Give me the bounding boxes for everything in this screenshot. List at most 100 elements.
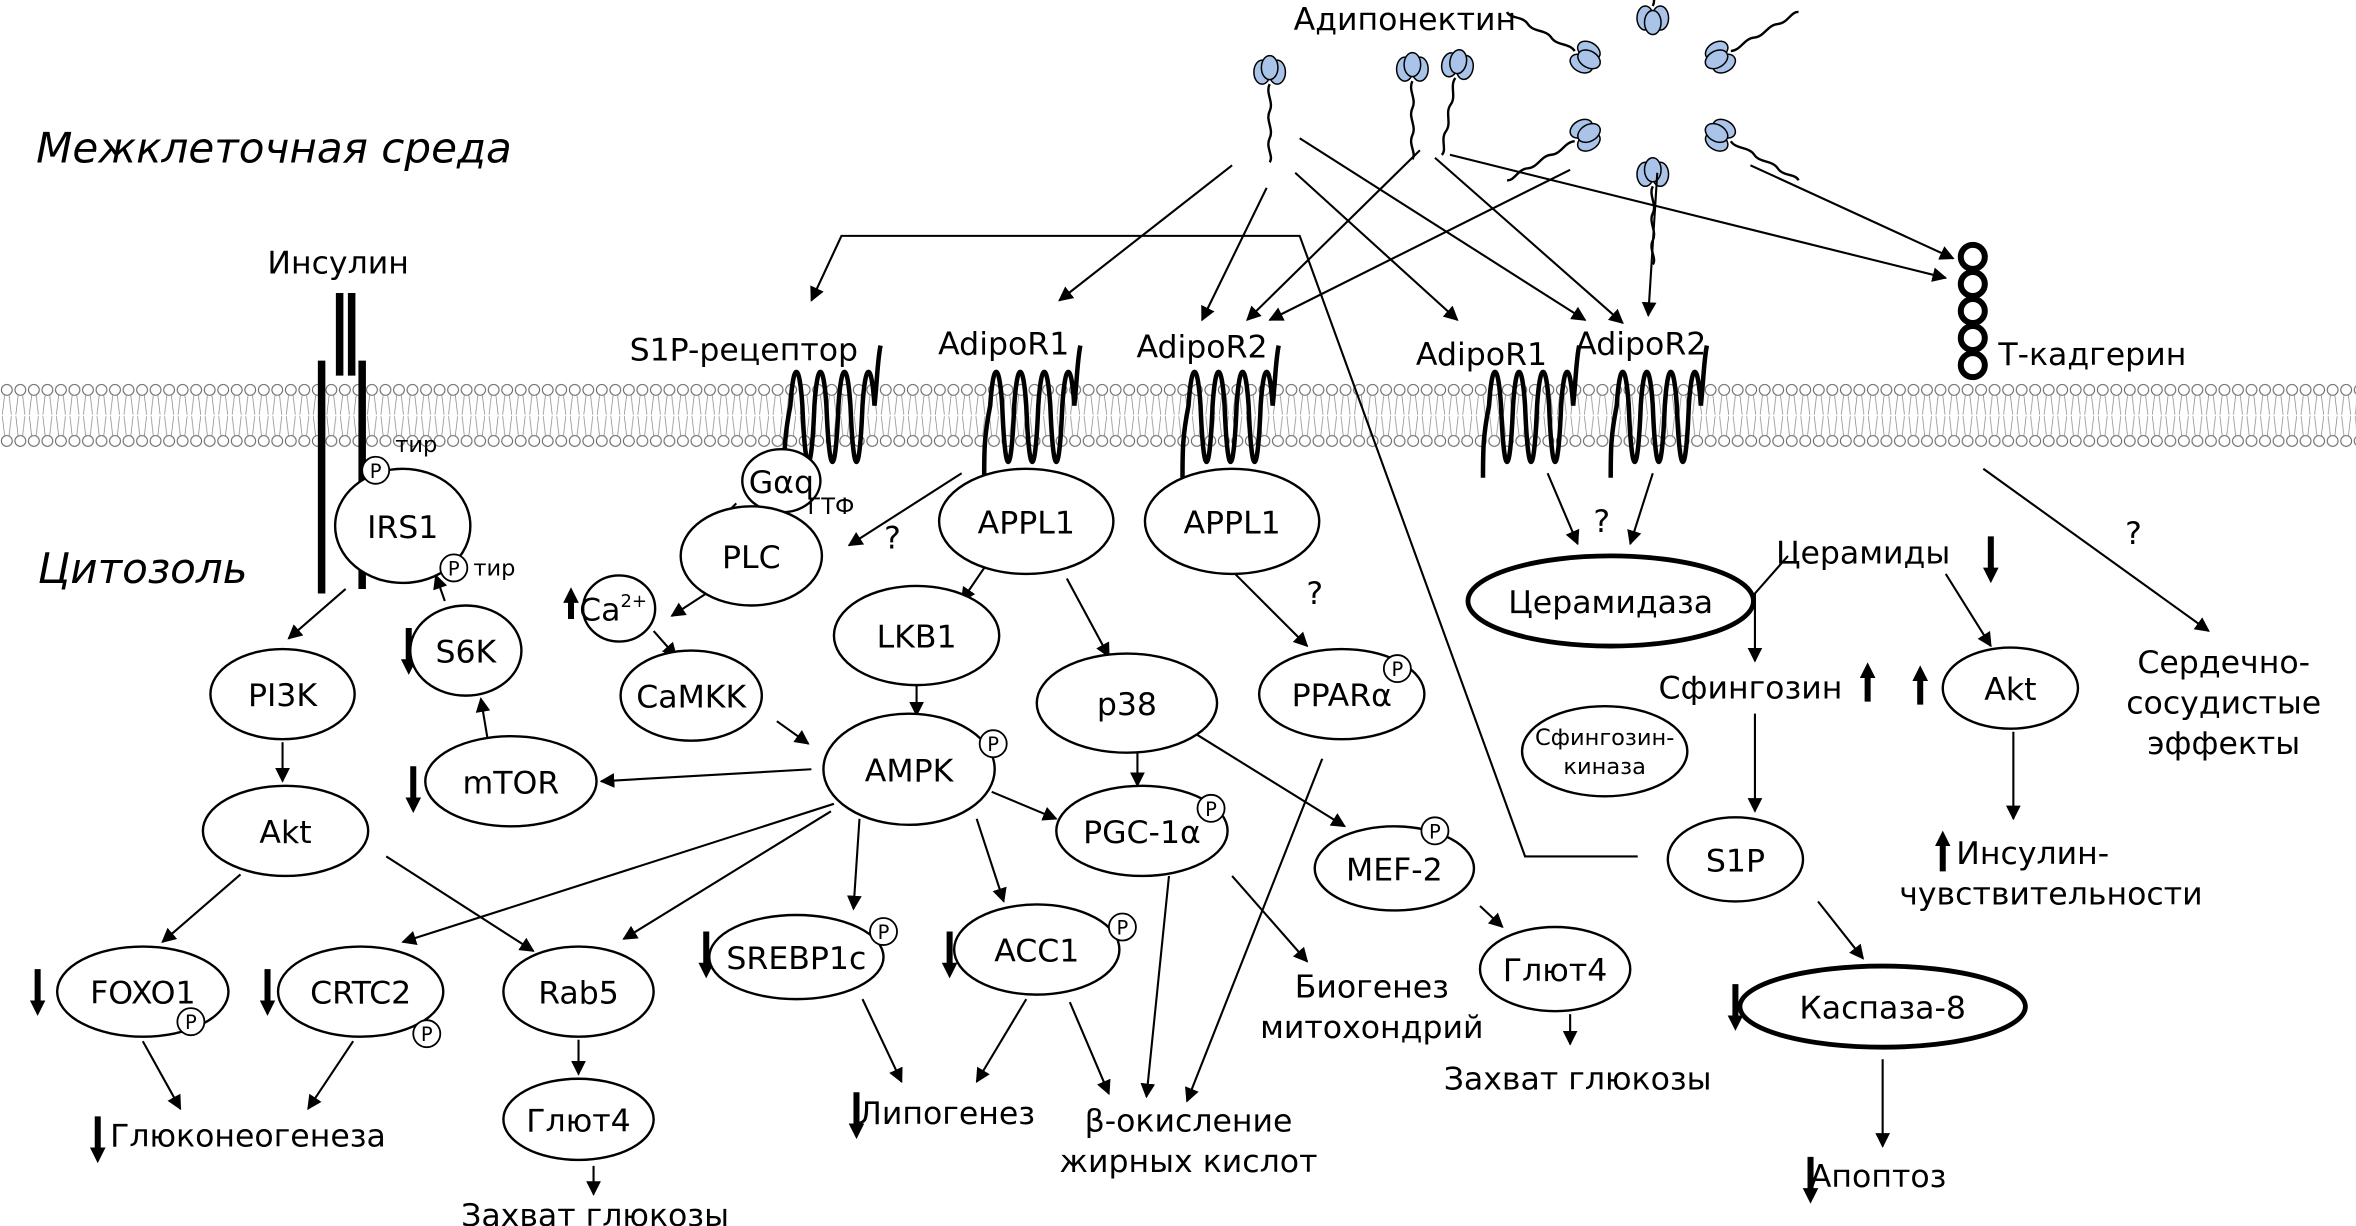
arrow bbox=[991, 790, 1058, 821]
phosphate-label: P bbox=[1429, 820, 1441, 843]
node-pi3k[interactable]: PI3K bbox=[209, 647, 356, 741]
arrows bbox=[29, 137, 2210, 1204]
node-shape bbox=[276, 945, 445, 1038]
label-cardio-2: сосудистые bbox=[2126, 686, 2321, 722]
node-label: Церамидаза bbox=[1508, 585, 1713, 621]
node-label: PI3K bbox=[248, 678, 318, 714]
arrow bbox=[847, 818, 862, 911]
node-label: S1P bbox=[1706, 843, 1765, 879]
node-shape bbox=[201, 784, 370, 878]
node-mef2[interactable]: MEF-2 bbox=[1313, 825, 1476, 912]
node-shape bbox=[952, 903, 1121, 996]
node-mtor[interactable]: mTOR bbox=[424, 734, 598, 828]
adiponectin-trimer-icon bbox=[1253, 54, 1287, 163]
arrow bbox=[670, 592, 707, 617]
node-caspase8[interactable]: Каспаза-8 bbox=[1737, 963, 2028, 1050]
node-shape bbox=[502, 1077, 655, 1162]
arrow bbox=[1749, 164, 1955, 260]
phosphate-label: P bbox=[370, 460, 382, 483]
arrow bbox=[287, 588, 347, 640]
s1p-feedback-arrow bbox=[810, 234, 1638, 858]
label-adipor2-a: AdipoR2 bbox=[1136, 330, 1267, 366]
node-shape bbox=[832, 584, 1001, 687]
arrow bbox=[975, 998, 1028, 1084]
node-label: PLC bbox=[722, 540, 781, 576]
receptors bbox=[782, 345, 1710, 478]
arrow bbox=[975, 818, 1007, 903]
node-label: SREBP1c bbox=[726, 941, 866, 977]
t-cadherin-icon bbox=[1957, 241, 1988, 381]
label-cytosol: Цитозоль bbox=[38, 544, 248, 593]
node-ampk[interactable]: AMPK bbox=[822, 712, 996, 827]
node-glut4-left[interactable]: Глют4 bbox=[502, 1077, 655, 1162]
node-akt-left[interactable]: Akt bbox=[201, 784, 370, 878]
node-label: APPL1 bbox=[1183, 505, 1280, 541]
node-rab5[interactable]: Rab5 bbox=[502, 945, 655, 1038]
node-appl1-a[interactable]: APPL1 bbox=[937, 467, 1115, 576]
s1p-receptor-serpentine-icon bbox=[782, 345, 883, 478]
node-label: Глют4 bbox=[1503, 953, 1607, 989]
label-apoptosis: Апоптоз bbox=[1810, 1159, 1947, 1195]
node-plc[interactable]: PLC bbox=[679, 505, 824, 607]
phosphate-icon: P bbox=[412, 1019, 442, 1049]
node-shape bbox=[209, 647, 356, 741]
arrow bbox=[385, 855, 535, 952]
node-srebp1c[interactable]: SREBP1c bbox=[708, 913, 885, 1001]
node-ceramidase[interactable]: Церамидаза bbox=[1465, 553, 1756, 649]
arrow bbox=[599, 768, 812, 788]
node-gaq[interactable]: Gαq bbox=[741, 448, 822, 514]
node-pgc1a[interactable]: PGC-1α bbox=[1055, 784, 1229, 878]
ca-charge: 2+ bbox=[620, 591, 647, 612]
adipor2-a-serpentine-icon bbox=[1180, 345, 1281, 478]
phosphate-icon: P bbox=[1107, 912, 1137, 942]
node-shape bbox=[1941, 646, 2080, 730]
node-irs1[interactable]: IRS1 bbox=[333, 467, 472, 585]
node-akt-right[interactable]: Akt bbox=[1941, 646, 2080, 730]
node-p38[interactable]: p38 bbox=[1035, 652, 1219, 754]
label-glucose-uptake-left: Захват глюкозы bbox=[461, 1198, 729, 1226]
phosphate-icon: P bbox=[439, 553, 469, 583]
adiponectin-molecules bbox=[1253, 0, 1800, 266]
node-label: Глют4 bbox=[526, 1103, 630, 1139]
node-label: APPL1 bbox=[978, 505, 1075, 541]
node-shape bbox=[1737, 963, 2028, 1050]
node-label: Akt bbox=[1984, 672, 2036, 708]
node-sphk[interactable]: Сфингозин-киназа bbox=[1520, 704, 1689, 798]
phosphate-icon: P bbox=[978, 729, 1008, 759]
label-insulin: Инсулин bbox=[267, 245, 409, 281]
node-shape bbox=[1257, 647, 1426, 741]
node-lkb1[interactable]: LKB1 bbox=[832, 584, 1001, 687]
label-adiponectin: Адипонектин bbox=[1294, 2, 1516, 38]
node-appl1-b[interactable]: APPL1 bbox=[1143, 467, 1321, 576]
arrow bbox=[1449, 153, 1948, 282]
adiponectin-hmw-icon bbox=[1636, 157, 1670, 266]
arrow bbox=[1641, 172, 1659, 317]
arrow bbox=[622, 810, 832, 940]
label-ceramides: Церамиды bbox=[1776, 535, 1950, 571]
node-label: Каспаза-8 bbox=[1799, 991, 1966, 1027]
arrow bbox=[1234, 573, 1309, 648]
node-shape bbox=[1465, 553, 1756, 649]
label-mito-1: Биогенез bbox=[1295, 970, 1449, 1006]
adiponectin-hmw-icon bbox=[1506, 118, 1601, 182]
node-camkk[interactable]: CaMKK bbox=[619, 649, 764, 742]
arrow bbox=[161, 873, 242, 944]
arrow bbox=[1268, 168, 1571, 321]
node-crtc2[interactable]: CRTC2 bbox=[276, 945, 445, 1038]
arrow bbox=[1246, 149, 1421, 322]
node-shape bbox=[937, 467, 1115, 576]
node-s6k[interactable]: S6K bbox=[409, 604, 523, 697]
adiponectin-hmw-icon bbox=[1704, 118, 1800, 181]
node-acc1[interactable]: ACC1 bbox=[952, 903, 1121, 996]
node-shape bbox=[708, 913, 885, 1001]
node-s1p[interactable]: S1P bbox=[1666, 816, 1805, 903]
adipor2-b-serpentine-icon bbox=[1608, 345, 1710, 478]
arrow bbox=[1231, 875, 1309, 963]
node-ppara[interactable]: PPARα bbox=[1257, 647, 1426, 741]
label-q2: ? bbox=[1306, 576, 1323, 612]
node-ca[interactable]: Ca2+ bbox=[579, 574, 657, 643]
node-glut4-right[interactable]: Глют4 bbox=[1478, 925, 1632, 1013]
arrow bbox=[1193, 732, 1347, 828]
